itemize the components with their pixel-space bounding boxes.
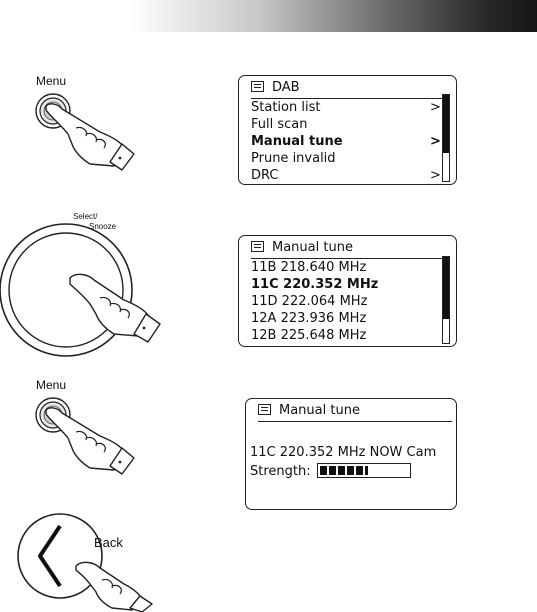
channel-item[interactable]: 11D 222.064 MHz [251,293,451,310]
chevron-right-icon: > [430,167,441,184]
signal-strength-row: Strength: [250,463,411,480]
header-gradient-bar [0,0,537,32]
menu-list-icon [251,81,264,92]
lcd-screen-manual-tune-list: Manual tune 11B 218.640 MHz 11C 220.352 … [238,235,457,347]
channel-item-selected[interactable]: 11C 220.352 MHz [251,276,451,293]
tuned-channel-line: 11C 220.352 MHz NOW Cam [250,444,436,461]
lcd-title-bar: Manual tune [251,239,447,259]
menu-list-icon [258,404,271,415]
menu-button-press-icon[interactable] [30,394,140,474]
back-button-label: Back [94,535,123,550]
strength-label: Strength: [250,464,311,479]
lcd-title-bar: DAB [251,79,447,99]
lcd-title-text: Manual tune [272,240,353,255]
lcd-title-bar: Manual tune [258,402,452,422]
select-snooze-label-line1: Select/ [73,212,97,221]
menu-button-label: Menu [36,378,66,392]
lcd-title-text: DAB [272,80,300,95]
menu-item-station-list[interactable]: Station list> [251,99,451,116]
channel-item[interactable]: 11B 218.640 MHz [251,259,451,276]
select-snooze-dial-press-icon[interactable] [0,228,165,358]
lcd-screen-dab-menu: DAB Station list> Full scan Manual tune>… [238,75,457,185]
menu-list-icon [251,241,264,252]
signal-strength-meter [317,463,411,478]
menu-item-manual-tune[interactable]: Manual tune> [251,133,451,150]
menu-item-prune-invalid[interactable]: Prune invalid [251,150,451,167]
scrollbar [442,256,450,344]
channel-item[interactable]: 12A 223.936 MHz [251,310,451,327]
menu-item-drc[interactable]: DRC> [251,167,451,184]
channel-item[interactable]: 12B 225.648 MHz [251,327,451,344]
lcd-screen-manual-tune-strength: Manual tune 11C 220.352 MHz NOW Cam Stre… [245,398,457,510]
lcd-title-text: Manual tune [279,403,360,418]
menu-item-full-scan[interactable]: Full scan [251,116,451,133]
back-button-press-icon[interactable] [16,512,156,612]
menu-button-label: Menu [36,74,66,88]
chevron-right-icon: > [430,99,441,116]
chevron-right-icon: > [430,133,441,150]
scrollbar [442,94,450,182]
menu-button-press-icon[interactable] [30,90,140,170]
